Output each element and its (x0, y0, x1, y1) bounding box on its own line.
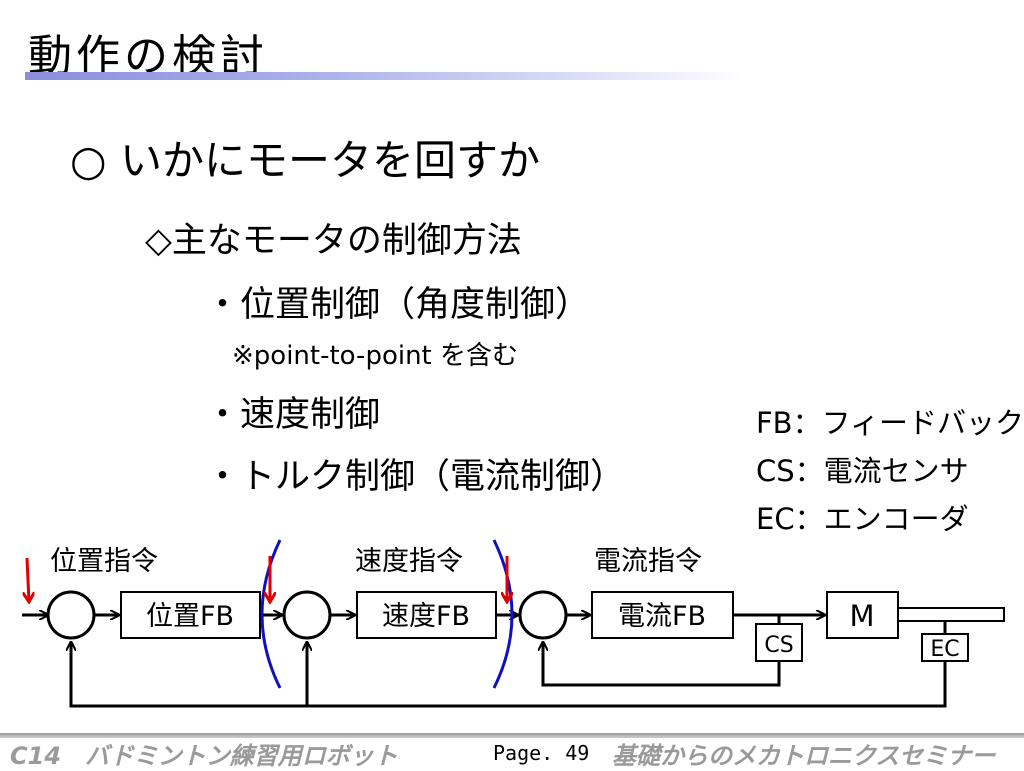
legend-fb: FB：フィードバック (756, 406, 1024, 440)
main-heading: ○ いかにモータを回すか (70, 136, 540, 185)
label-current-fb: 電流FB (618, 601, 706, 632)
current-feedback-loop (543, 642, 781, 687)
speed-fb-block (356, 591, 497, 639)
cs-block (755, 623, 803, 662)
motor-block (826, 591, 899, 639)
position-fb-block (120, 591, 261, 639)
legend-ec: EC：エンコーダ (756, 502, 969, 536)
title-underline (25, 72, 745, 80)
footer-page-number: Page. 49 (493, 741, 590, 765)
summing-junction-position (46, 590, 96, 640)
point-to-point-note: ※point-to-point を含む (232, 341, 519, 371)
label-position-command: 位置指令 (50, 546, 158, 577)
summing-junction-speed (282, 590, 332, 640)
list-item-position-control: ・位置制御（角度制御） (205, 285, 591, 325)
summing-junction-current (518, 590, 568, 640)
footer-course-title: C14 バドミントン練習用ロボット (10, 742, 398, 770)
label-position-fb: 位置FB (146, 601, 234, 632)
control-loop-diagram: 位置指令 速度指令 電流指令 位置FB 速度FB 電流FB M CS EC (22, 539, 1005, 708)
current-fb-block (591, 591, 734, 639)
blue-arc-right (492, 539, 514, 689)
footer-seminar-title: 基礎からのメカトロニクスセミナー (612, 742, 996, 770)
label-current-command: 電流指令 (594, 546, 702, 577)
red-arrow-position-input (27, 557, 29, 602)
footer-rule (0, 733, 1024, 738)
label-motor: M (849, 599, 874, 633)
blue-arc-left (260, 539, 282, 689)
legend-cs: CS：電流センサ (756, 454, 969, 488)
motor-shaft (897, 607, 1005, 622)
label-ec: EC (930, 637, 959, 662)
label-speed-fb: 速度FB (382, 601, 470, 632)
sub-heading: ◇主なモータの制御方法 (145, 221, 522, 261)
label-speed-command: 速度指令 (355, 546, 463, 577)
ec-block (921, 633, 969, 662)
encoder-feedback-loop (71, 642, 947, 708)
list-item-speed-control: ・速度制御 (205, 395, 381, 435)
list-item-torque-control: ・トルク制御（電流制御） (205, 457, 626, 497)
label-cs: CS (764, 633, 793, 658)
